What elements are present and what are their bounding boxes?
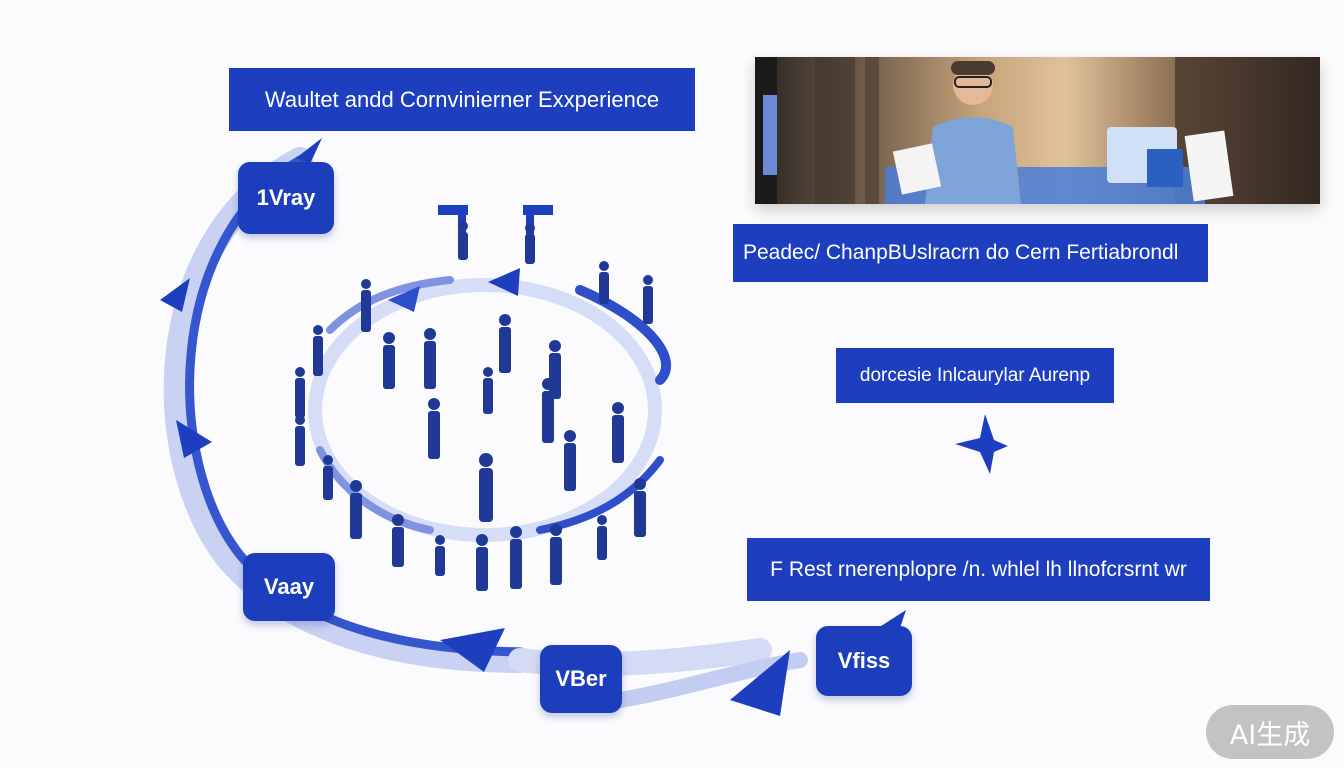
- ai-generated-badge: AI生成: [1206, 705, 1334, 759]
- markers: [438, 205, 553, 235]
- info-banner-3: F Rest rnerenplopre /n. whlel lh llnofcr…: [747, 538, 1210, 601]
- cycle-node-top: 1Vray: [238, 162, 334, 234]
- person-illustration: [755, 57, 1320, 204]
- cycle-node-bottom: VBer: [540, 645, 622, 713]
- photo-panel: [755, 57, 1320, 204]
- info-banner-2: dorcesie Inlcaurylar Aurenp: [836, 348, 1114, 403]
- cycle-node-left: Vaay: [243, 553, 335, 621]
- cycle-node-right: Vfiss: [816, 626, 912, 696]
- people-figures: [295, 221, 653, 591]
- info-banner-1: Peadec/ ChanpBUslracrn do Cern Fertiabro…: [733, 224, 1208, 282]
- star-marker: [955, 414, 1008, 474]
- title-banner: Waultet andd Cornvinierner Exxperience: [229, 68, 695, 131]
- arc-arrowheads: [160, 138, 906, 716]
